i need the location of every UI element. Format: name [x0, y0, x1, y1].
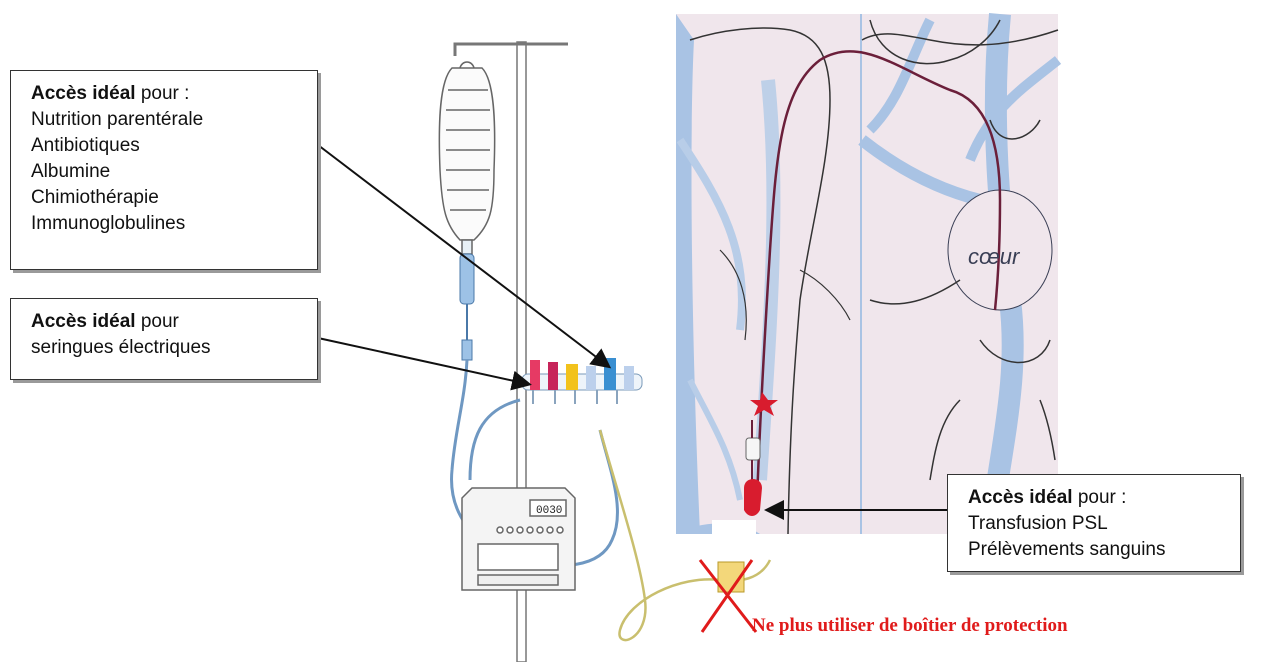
callout-general-infusions: Accès idéal pour : Nutrition parentérale…: [10, 70, 318, 270]
callout-heading-bold: Accès idéal: [31, 311, 136, 332]
callout-item: Antibiotiques: [31, 133, 307, 159]
heart-label: cœur: [968, 244, 1019, 270]
callout-item: Transfusion PSL: [968, 511, 1230, 537]
callout-transfusion-sampling: Accès idéal pour : Transfusion PSL Prélè…: [947, 474, 1241, 572]
callout-heading-bold: Accès idéal: [968, 487, 1073, 508]
multi-port-manifold: [522, 358, 642, 404]
callout-item: Chimiothérapie: [31, 185, 307, 211]
callout-heading-rest: pour :: [136, 83, 190, 104]
callout-heading-rest: pour: [136, 311, 179, 332]
callout-item: Nutrition parentérale: [31, 107, 307, 133]
infusion-bag: [439, 62, 494, 254]
callout-heading-bold: Accès idéal: [31, 83, 136, 104]
callout-item: Immunoglobulines: [31, 211, 307, 237]
arrow-to-manifold: [318, 338, 528, 384]
callout-item: seringues électriques: [31, 335, 307, 361]
protective-box-crossed-out: [700, 520, 756, 632]
callout-heading-rest: pour :: [1073, 487, 1127, 508]
pump-display: 0030: [536, 505, 562, 517]
infusion-pump: 0030: [462, 488, 575, 590]
callout-item: Albumine: [31, 159, 307, 185]
callout-item: Prélèvements sanguins: [968, 537, 1230, 563]
torso-panel: [862, 14, 1058, 534]
callout-syringe-pumps: Accès idéal pour seringues électriques: [10, 298, 318, 380]
warning-text: Ne plus utiliser de boîtier de protectio…: [752, 615, 1068, 637]
